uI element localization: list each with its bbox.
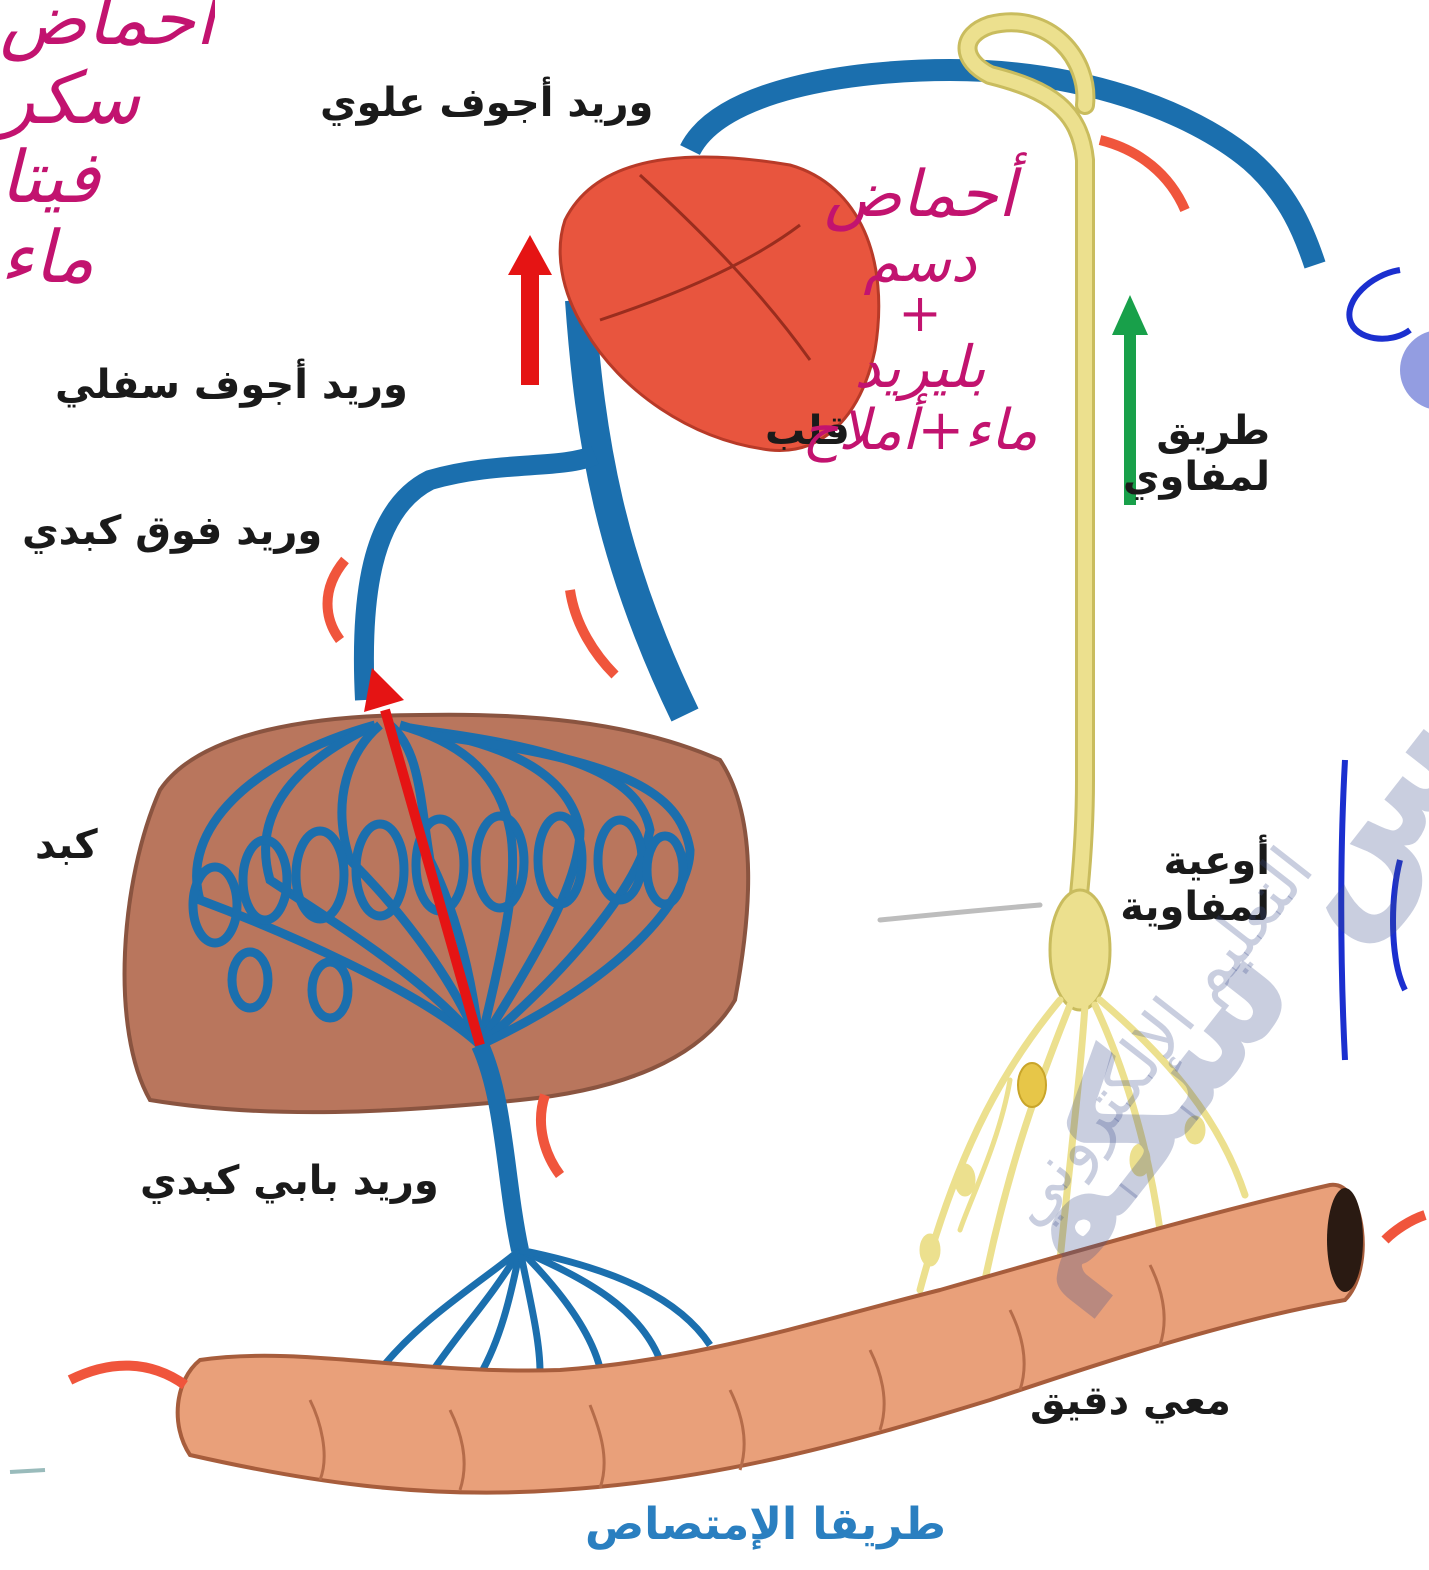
center-note-line-1: أحماض — [770, 160, 1070, 230]
handwritten-left-note: أحماض سكر فيتا ماء — [0, 0, 215, 325]
left-note-line-1: أحماض — [0, 0, 215, 59]
margin-stroke — [10, 1470, 45, 1472]
center-note-line-3: + — [770, 294, 1070, 336]
label-lymph-route: طريق لمفاوي — [1140, 408, 1270, 500]
label-portal-vein: وريد بابي كبدي — [140, 1158, 439, 1204]
handwritten-center-note: أحماض دسم + بليريد ماء+أملاح — [770, 160, 1070, 461]
left-note-line-2: سكر — [0, 59, 215, 138]
center-note-line-4: بليريد — [770, 336, 1070, 400]
hepatic-vein — [364, 455, 595, 700]
small-intestine — [178, 1185, 1363, 1493]
label-small-intestine: معي دقيق — [1030, 1378, 1231, 1424]
left-note-line-3: فيتا — [0, 138, 215, 217]
blue-blob — [1400, 330, 1429, 410]
left-note-line-4: ماء — [0, 218, 215, 297]
diagram-title: طريقا الإمتصاص — [585, 1500, 946, 1551]
label-hepatic-vein: وريد فوق كبدي — [22, 508, 322, 554]
label-inferior-vena-cava: وريد أجوف سفلي — [55, 362, 408, 408]
center-note-line-5: ماء+أملاح — [770, 400, 1070, 462]
label-superior-vena-cava: وريد أجوف علوي — [320, 80, 653, 126]
label-liver: كبد — [35, 822, 98, 868]
